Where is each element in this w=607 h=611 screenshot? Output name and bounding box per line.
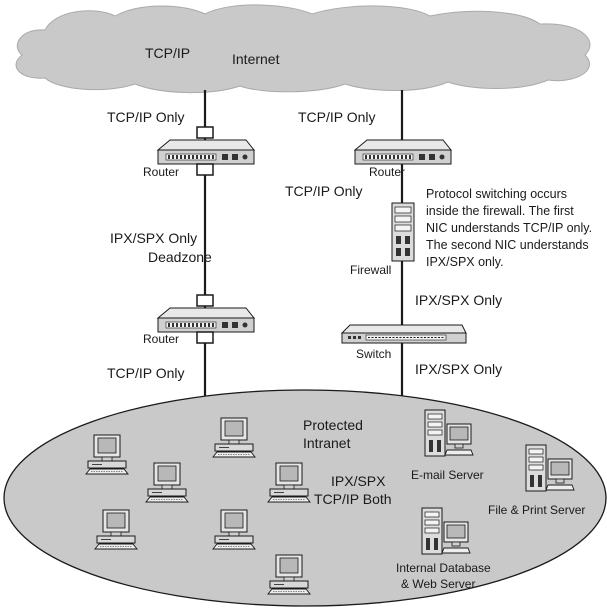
left-bottom-protocol-label: TCP/IP Only <box>107 365 185 381</box>
note-line: The second NIC understands <box>426 238 589 252</box>
switch-label: Switch <box>356 347 391 361</box>
intranet-title: Intranet <box>303 435 351 451</box>
left-branch: TCP/IP Only Router IPX/SPX Only Deadzone… <box>107 90 255 398</box>
left-router-icon <box>157 139 255 165</box>
firewall-icon <box>391 202 415 262</box>
left-router-label: Router <box>143 165 179 179</box>
email-server-label: E-mail Server <box>411 468 484 482</box>
right-router-icon <box>354 139 452 165</box>
note-line: IPX/SPX only. <box>426 255 504 269</box>
database-server-label: Internal Database <box>396 561 491 575</box>
intranet-protocols: IPX/SPX <box>331 473 386 489</box>
intranet-title: Protected <box>303 417 363 433</box>
right-router-label: Router <box>369 165 405 179</box>
right-below-switch-label: IPX/SPX Only <box>415 361 502 377</box>
left-top-protocol-label: TCP/IP Only <box>107 109 185 125</box>
cloud-internet-label: Internet <box>232 51 280 67</box>
file-server-label: File & Print Server <box>488 503 585 517</box>
internet-cloud: TCP/IP Internet <box>15 4 591 94</box>
left-port-connector <box>196 163 214 176</box>
left-router-bottom-label: Router <box>143 332 179 346</box>
right-top-protocol-label: TCP/IP Only <box>298 109 376 125</box>
left-port-connector <box>196 331 214 344</box>
switch-icon <box>340 324 467 344</box>
database-server-label: & Web Server <box>401 577 475 591</box>
right-branch: TCP/IP Only Router TCP/IP Only Firewall … <box>285 90 592 398</box>
firewall-note: Protocol switching occurs inside the fir… <box>426 187 592 269</box>
deadzone-protocol-label: IPX/SPX Only <box>110 230 197 246</box>
left-port-connector <box>196 294 214 307</box>
firewall-label: Firewall <box>350 263 391 277</box>
deadzone-label: Deadzone <box>148 249 212 265</box>
note-line: inside the firewall. The first <box>426 204 574 218</box>
cloud-tcpip-label: TCP/IP <box>145 45 190 61</box>
note-line: NIC understands TCP/IP only. <box>426 221 592 235</box>
right-above-switch-label: IPX/SPX Only <box>415 292 502 308</box>
intranet-protocols: TCP/IP Both <box>314 491 392 507</box>
intranet-ellipse: Protected Intranet IPX/SPX TCP/IP Both E… <box>3 389 607 607</box>
note-line: Protocol switching occurs <box>426 187 567 201</box>
right-below-router-label: TCP/IP Only <box>285 183 363 199</box>
left-port-connector <box>196 126 214 139</box>
left-router-bottom-icon <box>157 307 255 333</box>
